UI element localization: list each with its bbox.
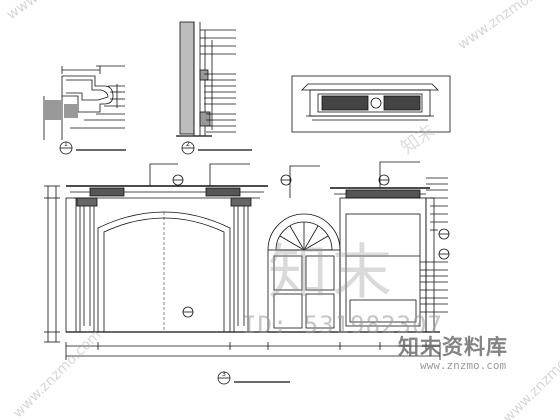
cornice-block (89, 187, 125, 197)
bottom-dimension-chain (65, 342, 441, 360)
door-panel (305, 255, 335, 291)
left-dimension-chain (44, 185, 60, 343)
detail-2-block (199, 111, 211, 127)
elevation-title: 3 (217, 371, 290, 385)
fanlight-arch (267, 213, 341, 251)
detail-2-section: 2 (176, 21, 252, 155)
left-wall-edge (65, 197, 77, 333)
door-panel (305, 293, 335, 329)
cabinet-right-inner (345, 213, 421, 327)
detail-1-inner-profile (66, 79, 109, 101)
detail-2-number: 2 (186, 141, 190, 148)
pilaster-right (233, 197, 249, 333)
detail-2-block (199, 69, 209, 81)
cornice-panel (317, 93, 423, 113)
cornice-block (345, 189, 421, 199)
right-leaders (420, 177, 448, 313)
elevation-number: 3 (222, 371, 226, 378)
cornice-medallion (370, 97, 382, 109)
pilaster-capital (230, 197, 252, 207)
cabinet-right-drawer (349, 299, 417, 323)
cornice-block (205, 187, 241, 197)
cabinet-top-detail (291, 75, 451, 133)
cornice-carving (321, 95, 369, 111)
elevation-callouts (149, 161, 450, 318)
detail-1-block (44, 100, 62, 120)
detail-1-profile (61, 75, 114, 113)
main-elevation (65, 185, 440, 333)
fanlight-spokes (276, 222, 332, 251)
detail-1-leaders (70, 65, 125, 129)
door-leaf (267, 249, 341, 333)
cabinet-right (339, 197, 427, 333)
door-panel (273, 255, 303, 291)
pilaster-capital (76, 197, 98, 207)
detail-2-leaders (200, 29, 236, 133)
detail-1-number: 1 (64, 141, 68, 148)
pilaster-left (79, 197, 95, 333)
door-panel (273, 293, 303, 329)
detail-1-section: 1 (43, 65, 126, 155)
detail-1-block (64, 104, 78, 118)
detail-frame (291, 75, 451, 133)
detail-2-wall-hatch (179, 21, 195, 135)
cornice-top (301, 83, 439, 91)
cornice-carving (383, 95, 421, 111)
